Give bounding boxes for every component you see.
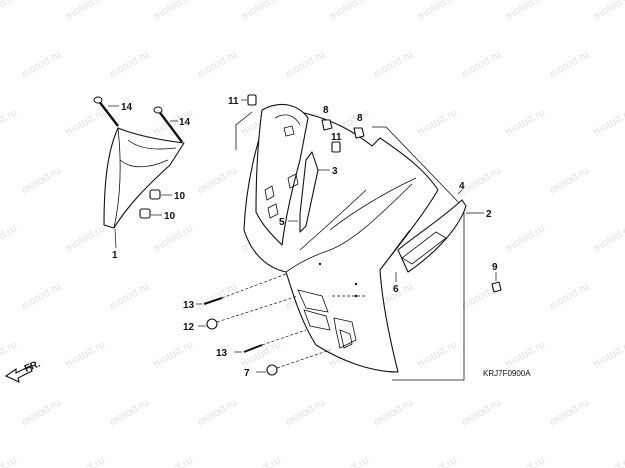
watermark-text: motod.ru (328, 454, 372, 468)
watermark-text: motod.ru (20, 164, 64, 196)
callout-10b: 10 (164, 211, 176, 222)
watermark-text: motod.ru (64, 222, 108, 254)
watermark-text: motod.ru (328, 0, 372, 23)
watermark-text: motod.ru (108, 396, 152, 428)
watermark-text: motod.ru (20, 280, 64, 312)
watermark-text: motod.ru (504, 338, 548, 370)
part-11-clip-upper-left: 11 (228, 94, 257, 107)
part-8-nut-right: 8 (353, 113, 365, 139)
watermark-text: motod.ru (592, 222, 625, 254)
watermark-text: motod.ru (108, 48, 152, 80)
watermark-text: motod.ru (152, 0, 196, 23)
watermark-text: motod.ru (152, 454, 196, 468)
front-direction-arrow: FR. (4, 358, 42, 383)
watermark-text: motod.ru (504, 106, 548, 138)
part-1-side-cover: 1 (103, 127, 185, 261)
callout-1: 1 (112, 250, 118, 261)
part-6-decal: 6 (393, 272, 399, 295)
watermark-text: motod.ru (196, 48, 240, 80)
inner-panel (255, 103, 309, 246)
part-12-bolt: 12 (183, 295, 299, 333)
watermark-text: motod.ru (152, 338, 196, 370)
diagram-code: KRJ7F0900A (483, 369, 531, 378)
watermark-text: motod.ru (592, 0, 625, 23)
part-13-screw-upper: 13 (183, 273, 287, 311)
watermark-text: motod.ru (108, 280, 152, 312)
part-3-trim-strip: 3 (299, 151, 338, 233)
callout-8b: 8 (357, 113, 363, 124)
callout-11a: 11 (228, 96, 239, 107)
watermark-text: motod.ru (20, 396, 64, 428)
watermark-text: motod.ru (284, 396, 328, 428)
watermark-text: motod.ru (548, 48, 592, 80)
callout-4: 4 (459, 181, 465, 192)
watermark-text: motod.ru (372, 48, 416, 80)
part-5-bracket: 5 (279, 217, 298, 228)
watermark-text: motod.ru (460, 396, 504, 428)
part-14-screw-right: 14 (153, 106, 191, 143)
part-11-clip-center: 11 (331, 132, 342, 153)
watermark-text: motod.ru (284, 48, 328, 80)
callout-7: 7 (244, 368, 250, 379)
watermark-text: motod.ru (0, 106, 19, 138)
watermark-text: motod.ru (64, 106, 108, 138)
watermark-text: motod.ru (416, 106, 460, 138)
callout-2: 2 (486, 209, 492, 220)
callout-13b: 13 (216, 348, 228, 359)
watermark-text: motod.ru (416, 0, 460, 23)
part-13-screw-lower: 13 (216, 329, 307, 359)
part-7-bolt: 7 (244, 349, 331, 379)
watermark-text: motod.ru (592, 106, 625, 138)
watermark-text: motod.ru (0, 0, 19, 23)
watermark-text: motod.ru (548, 396, 592, 428)
callout-6: 6 (393, 284, 399, 295)
part-9-clip: 9 (491, 262, 502, 293)
callout-14b: 14 (179, 117, 191, 128)
watermark-text: motod.ru (64, 454, 108, 468)
watermark-text: motod.ru (460, 164, 504, 196)
callout-12: 12 (183, 322, 195, 333)
watermark-text: motod.ru (240, 454, 284, 468)
watermark-text: motod.ru (240, 0, 284, 23)
watermark-text: motod.ru (20, 48, 64, 80)
callout-8a: 8 (323, 105, 329, 116)
watermark-text: motod.ru (0, 454, 19, 468)
part-14-screw-left: 14 (93, 96, 133, 127)
callout-11b: 11 (331, 132, 342, 143)
watermark-text: motod.ru (592, 338, 625, 370)
callout-14a: 14 (121, 102, 133, 113)
watermark-text: motod.ru (372, 396, 416, 428)
watermark-text: motod.ru (0, 338, 19, 370)
watermark-text: motod.ru (592, 454, 625, 468)
watermark-text: motod.ru (416, 338, 460, 370)
watermark-text: motod.ru (0, 222, 19, 254)
part-4-side-panel: 4 (397, 181, 467, 273)
part-10-clip-lower: 10 (139, 208, 176, 222)
part-8-nut-left: 8 (321, 105, 333, 131)
part-10-clip-upper: 10 (149, 189, 186, 202)
watermark-text: motod.ru (64, 338, 108, 370)
watermark-text: motod.ru (548, 164, 592, 196)
watermark-text: motod.ru (460, 48, 504, 80)
front-direction-label: FR. (23, 358, 42, 374)
watermark-text: motod.ru (196, 396, 240, 428)
callout-10a: 10 (174, 191, 186, 202)
watermark-text: motod.ru (504, 0, 548, 23)
watermark-text: motod.ru (152, 222, 196, 254)
watermark-text: motod.ru (548, 280, 592, 312)
watermark-text: motod.ru (504, 222, 548, 254)
watermark-text: motod.ru (196, 164, 240, 196)
callout-9: 9 (492, 262, 498, 273)
watermark-text: motod.ru (196, 280, 240, 312)
watermark-text: motod.ru (416, 454, 460, 468)
watermark-text: motod.ru (504, 454, 548, 468)
callout-5: 5 (279, 217, 285, 228)
watermark-text: motod.ru (64, 0, 108, 23)
callout-13a: 13 (183, 300, 195, 311)
watermark-text: motod.ru (240, 338, 284, 370)
callout-3: 3 (332, 166, 338, 177)
